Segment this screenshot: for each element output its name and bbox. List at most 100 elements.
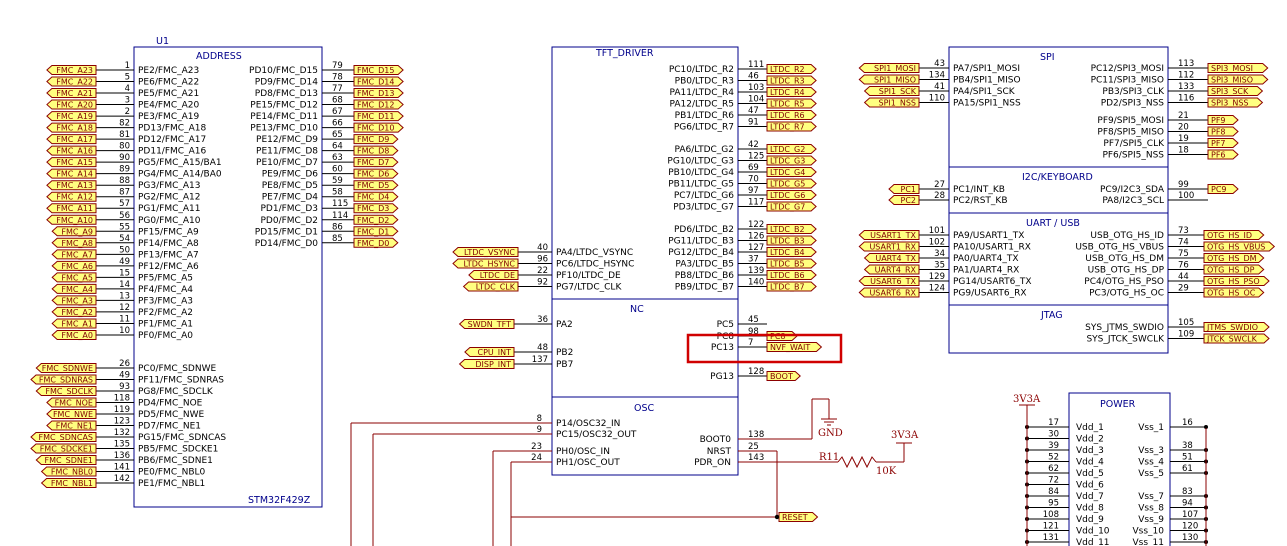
pin-number: 34 xyxy=(934,249,945,259)
pin-name: PE7/FMC_D4 xyxy=(262,193,319,203)
spi-header: SPI xyxy=(1040,52,1055,63)
v33-power-label: 3V3A xyxy=(1013,394,1041,405)
pin-number: 47 xyxy=(748,106,759,116)
port-label: FMC_NBL1 xyxy=(51,479,93,488)
pin-name: PD2/SPI3_NSS xyxy=(1101,99,1165,109)
resistor-r11 xyxy=(837,455,877,469)
pin-name: PG3/FMC_A13 xyxy=(138,181,201,191)
port-label: SPI3_SCK xyxy=(1211,87,1249,96)
port-label: FMC_A4 xyxy=(61,285,93,294)
pin-number: 56 xyxy=(119,211,130,221)
pin-name: PC0/FMC_SDNWE xyxy=(138,364,216,374)
port-disp-int xyxy=(458,359,515,369)
pin-name: PA3/LTDC_B5 xyxy=(675,260,734,270)
port-fmc-d12 xyxy=(353,99,404,110)
pin-number: 19 xyxy=(1178,134,1189,144)
pin-name: Vdd_6 xyxy=(1076,481,1104,491)
port-label: LTDC_G2 xyxy=(770,145,805,154)
port-label: FMC_D14 xyxy=(357,78,394,87)
port-spi1-sck xyxy=(863,86,920,96)
pin-number: 29 xyxy=(1178,284,1189,294)
port-fmc-sdne1 xyxy=(35,455,97,465)
port-label: USART1_TX xyxy=(870,231,916,240)
pin-number: 16 xyxy=(1182,418,1193,428)
pin-number: 40 xyxy=(537,243,548,253)
port-label: SPI1_MISO xyxy=(874,76,916,85)
pin-number: 83 xyxy=(1182,487,1193,497)
pin-name: PB4/SPI1_MISO xyxy=(953,76,1021,86)
pin-name: PC9/I2C3_SDA xyxy=(1100,185,1165,195)
pin-name: Vss_10 xyxy=(1133,527,1165,537)
port-label: FMC_A1 xyxy=(61,319,93,328)
port-fmc-a0 xyxy=(51,329,97,340)
pin-number: 52 xyxy=(1048,453,1059,463)
pin-name: PE3/FMC_A19 xyxy=(138,112,199,122)
pin-name: PF6/SPI5_NSS xyxy=(1102,151,1164,161)
port-fmc-a6 xyxy=(51,260,97,271)
port-label: RESET xyxy=(782,513,808,522)
port-label: SPI3_MOSI xyxy=(1211,64,1253,73)
resistor-value: 10K xyxy=(876,466,897,477)
highlight-box xyxy=(686,333,843,364)
pin-name: PF2/FMC_A2 xyxy=(138,308,193,318)
port-ltdc-de xyxy=(468,270,519,280)
port-fmc-d13 xyxy=(353,88,404,99)
pin-number: 103 xyxy=(748,83,764,93)
port-ltdc-r7 xyxy=(766,121,817,132)
pin-name: PE14/FMC_D11 xyxy=(250,112,318,122)
pin-name: PB9/LTDC_B7 xyxy=(675,283,734,293)
port-ltdc-b4 xyxy=(766,247,817,257)
port-label: DISP_INT xyxy=(475,360,511,369)
osc-header: OSC xyxy=(634,403,655,414)
port-ltdc-b5 xyxy=(766,258,817,269)
port-fmc-nwe xyxy=(46,409,97,419)
pin-name: PE8/FMC_D5 xyxy=(262,181,318,191)
pin-name: PD7/FMC_NE1 xyxy=(138,422,201,432)
port-label: SPI3_MISO xyxy=(1211,76,1253,85)
pin-number: 76 xyxy=(1178,261,1189,271)
port-label: UART4_RX xyxy=(875,266,917,275)
port-fmc-d7 xyxy=(353,157,399,168)
pin-number: 128 xyxy=(748,367,764,377)
pin-number: 138 xyxy=(748,430,764,440)
port-label: OTG_HS_DP xyxy=(1207,266,1255,275)
pin-name: Vdd_8 xyxy=(1076,504,1104,514)
port-label: OTG_HS_ID xyxy=(1207,231,1252,240)
port-label: PF6 xyxy=(1211,151,1226,160)
port-label: FMC_A17 xyxy=(56,135,93,144)
port-usart6-rx xyxy=(858,287,920,298)
pin-name: Vss_9 xyxy=(1138,515,1164,525)
pin-number: 95 xyxy=(1048,499,1059,509)
pin-number: 18 xyxy=(1178,146,1189,156)
pin-name: PG14/USART6_TX xyxy=(953,277,1032,287)
port-label: FMC_A5 xyxy=(61,273,93,282)
port-label: LTDC_B2 xyxy=(770,225,805,234)
port-label: FMC_SDCKE1 xyxy=(40,445,93,454)
pin-number: 42 xyxy=(748,140,759,150)
pin-name: PG12/LTDC_B4 xyxy=(668,248,734,258)
pin-name: PG15/FMC_SDNCAS xyxy=(138,433,226,443)
pin-number: 9 xyxy=(537,425,542,435)
pin-name: PB5/FMC_SDCKE1 xyxy=(138,445,218,455)
port-fmc-d4 xyxy=(353,191,399,202)
pin-number: 69 xyxy=(748,163,759,173)
port-ltdc-clk xyxy=(462,281,519,292)
port-label: FMC_A18 xyxy=(56,124,93,133)
port-label: LTDC_R3 xyxy=(770,77,805,86)
pin-number: 62 xyxy=(1048,464,1059,474)
port-label: FMC_NWE xyxy=(53,410,93,419)
port-fmc-a8 xyxy=(51,237,97,248)
pin-name: PD4/FMC_NOE xyxy=(138,399,203,409)
port-spi3-sck xyxy=(1207,86,1264,96)
pin-name: P14/OSC32_IN xyxy=(556,419,620,429)
pin-number: 89 xyxy=(119,165,130,175)
port-label: LTDC_G7 xyxy=(770,203,805,212)
port-label: LTDC_DE xyxy=(480,271,515,280)
port-fmc-d2 xyxy=(353,214,399,225)
port-fmc-a22 xyxy=(46,76,97,87)
port-label: OTG_HS_PSO xyxy=(1207,277,1260,286)
nc-header: NC xyxy=(630,304,644,315)
port-label: FMC_A14 xyxy=(56,170,93,179)
port-nvf-wait xyxy=(766,342,823,352)
pin-number: 51 xyxy=(1182,453,1193,463)
